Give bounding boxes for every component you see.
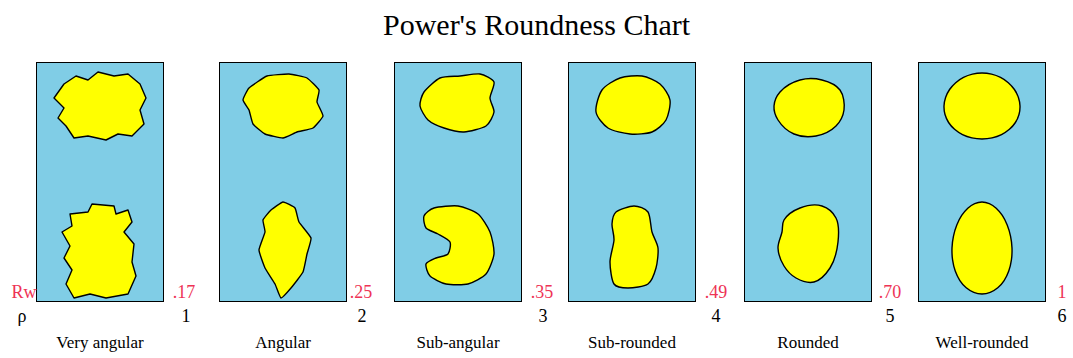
roundness-index: 2 bbox=[358, 306, 367, 326]
grain-outline bbox=[944, 73, 1020, 139]
panel-fill bbox=[744, 62, 872, 302]
roundness-panel: Well-rounded bbox=[918, 62, 1046, 302]
roundness-class: Well-rounded bbox=[935, 333, 1028, 353]
roundness-value: .35 bbox=[531, 282, 554, 302]
roundness-index: 4 bbox=[712, 306, 721, 326]
roundness-class: Angular bbox=[255, 333, 311, 353]
roundness-value: Rw bbox=[11, 282, 36, 302]
roundness-value: .17 bbox=[173, 282, 196, 302]
roundness-index: 5 bbox=[886, 306, 895, 326]
grain-outline bbox=[424, 206, 494, 285]
chart-title: Power's Roundness Chart bbox=[0, 8, 1073, 42]
grain-outline bbox=[610, 206, 658, 288]
grain-outline bbox=[54, 72, 146, 140]
roundness-index: 6 bbox=[1058, 306, 1067, 326]
grain-outline bbox=[778, 205, 839, 282]
grain-panel bbox=[394, 62, 522, 302]
grain-panel bbox=[744, 62, 872, 302]
roundness-panel: Very angular bbox=[36, 62, 164, 302]
roundness-panel: Rounded bbox=[744, 62, 872, 302]
roundness-class: Sub-angular bbox=[416, 333, 499, 353]
grain-panel bbox=[36, 62, 164, 302]
roundness-panel: Sub-rounded bbox=[568, 62, 696, 302]
roundness-class: Sub-rounded bbox=[588, 333, 676, 353]
grain-outline bbox=[259, 202, 311, 298]
grain-outline bbox=[952, 202, 1012, 294]
panel-fill bbox=[219, 62, 347, 302]
grain-outline bbox=[62, 204, 136, 298]
roundness-value: .70 bbox=[879, 282, 902, 302]
roundness-index: 3 bbox=[539, 306, 548, 326]
roundness-class: Very angular bbox=[56, 333, 143, 353]
roundness-panel: Angular bbox=[219, 62, 347, 302]
panel-fill bbox=[918, 62, 1046, 302]
roundness-class: Rounded bbox=[777, 333, 838, 353]
grain-panel bbox=[918, 62, 1046, 302]
panel-fill bbox=[568, 62, 696, 302]
grain-outline bbox=[243, 74, 323, 138]
grain-outline bbox=[420, 74, 494, 132]
roundness-index: ρ bbox=[18, 306, 27, 326]
roundness-value: .25 bbox=[350, 282, 373, 302]
grain-outline bbox=[774, 79, 844, 137]
grain-outline bbox=[596, 76, 670, 134]
roundness-panel: Sub-angular bbox=[394, 62, 522, 302]
panel-fill bbox=[394, 62, 522, 302]
grain-panel bbox=[219, 62, 347, 302]
grain-panel bbox=[568, 62, 696, 302]
panel-fill bbox=[36, 62, 164, 302]
roundness-index: 1 bbox=[182, 306, 191, 326]
roundness-value: 1 bbox=[1058, 282, 1067, 302]
roundness-value: .49 bbox=[705, 282, 728, 302]
